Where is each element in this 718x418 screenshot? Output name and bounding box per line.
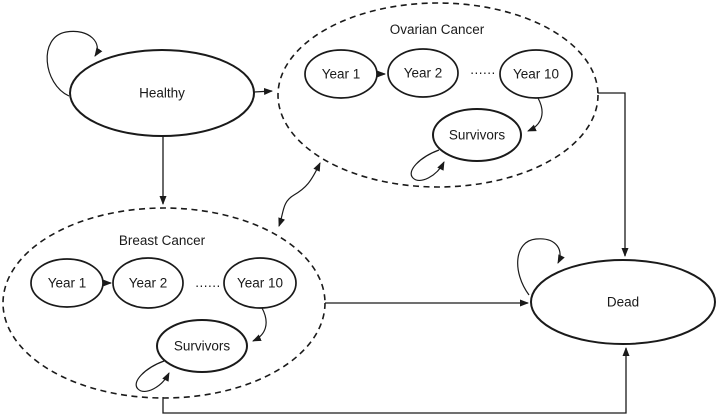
node-breast-year1-label: Year 1 [48, 276, 87, 291]
edge-ovarian-year10-to-survivors [527, 97, 543, 132]
edge-breast-year10-to-survivors [252, 307, 267, 342]
node-healthy [69, 49, 255, 137]
breast-ellipsis-dots: ...... [195, 275, 221, 290]
node-healthy-label: Healthy [139, 86, 185, 101]
ovarian-cluster-label: Ovarian Cancer [390, 22, 485, 37]
edge-ovarian-breast-bidirectional [278, 162, 321, 227]
node-ovarian-year10-label: Year 10 [513, 67, 559, 82]
node-ovarian-year2-label: Year 2 [404, 66, 443, 81]
edge-healthy-to-ovarian [253, 87, 273, 95]
node-ovarian-year1-label: Year 1 [322, 67, 361, 82]
node-ovarian-year10 [499, 49, 573, 99]
breast-cluster-label: Breast Cancer [119, 233, 206, 248]
node-breast-year2 [112, 257, 184, 309]
node-breast-year10 [223, 257, 297, 309]
edge-dead-self-loop [517, 238, 565, 296]
edge-ovarian-survivors-self-loop [410, 149, 445, 182]
node-breast-survivors-label: Survivors [174, 339, 231, 354]
node-breast-year10-label: Year 10 [237, 276, 283, 291]
node-ovarian-survivors [432, 108, 522, 162]
node-ovarian-year2 [387, 48, 459, 98]
node-breast-year2-label: Year 2 [129, 276, 168, 291]
ovarian-ellipsis-dots: ...... [470, 62, 496, 77]
node-dead-label: Dead [607, 295, 639, 310]
edge-healthy-self-loop [46, 30, 103, 97]
edge-breast-bottom-to-dead [162, 347, 630, 414]
ovarian-cancer-cluster-outline [277, 2, 599, 188]
node-breast-survivors [156, 319, 248, 373]
node-dead [530, 259, 716, 345]
node-ovarian-year1 [304, 49, 378, 99]
node-ovarian-survivors-label: Survivors [449, 128, 506, 143]
edge-ovarian-to-dead [598, 92, 629, 257]
edge-breast-survivors-self-loop [135, 360, 170, 393]
node-breast-year1 [30, 258, 104, 308]
